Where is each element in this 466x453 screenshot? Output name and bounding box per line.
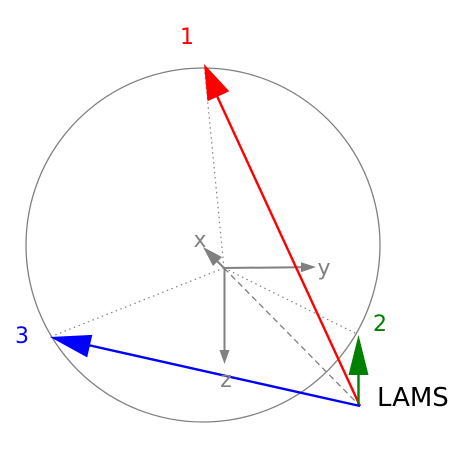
x-axis-label: x	[193, 228, 206, 253]
guide-line-2	[223, 267, 358, 335]
y-axis-label: y	[317, 256, 330, 281]
vector-2-arrowhead	[348, 335, 369, 375]
y-axis-arrowhead	[301, 262, 316, 273]
vector-2-label: 2	[373, 312, 387, 337]
vector-2	[348, 335, 369, 406]
origin-label: LAMS	[377, 383, 449, 413]
guide-line-3	[49, 267, 225, 338]
vector-1	[204, 64, 362, 407]
vector-3-arrowhead	[50, 334, 93, 358]
y-axis	[223, 266, 302, 269]
sphere-outline	[25, 67, 381, 423]
guide-line-origin	[223, 267, 361, 407]
vector-1-arrowhead	[204, 64, 230, 102]
z-axis-arrowhead	[219, 350, 230, 364]
vector-1-shaft	[215, 95, 362, 407]
vector-1-label: 1	[180, 25, 194, 50]
x-axis-arrowhead	[203, 247, 222, 266]
coordinate-axes	[203, 247, 316, 364]
z-axis-label: z	[220, 368, 232, 393]
vector-3	[50, 334, 361, 408]
vector-3-shaft	[87, 343, 361, 408]
vector-3-label: 3	[15, 324, 29, 349]
